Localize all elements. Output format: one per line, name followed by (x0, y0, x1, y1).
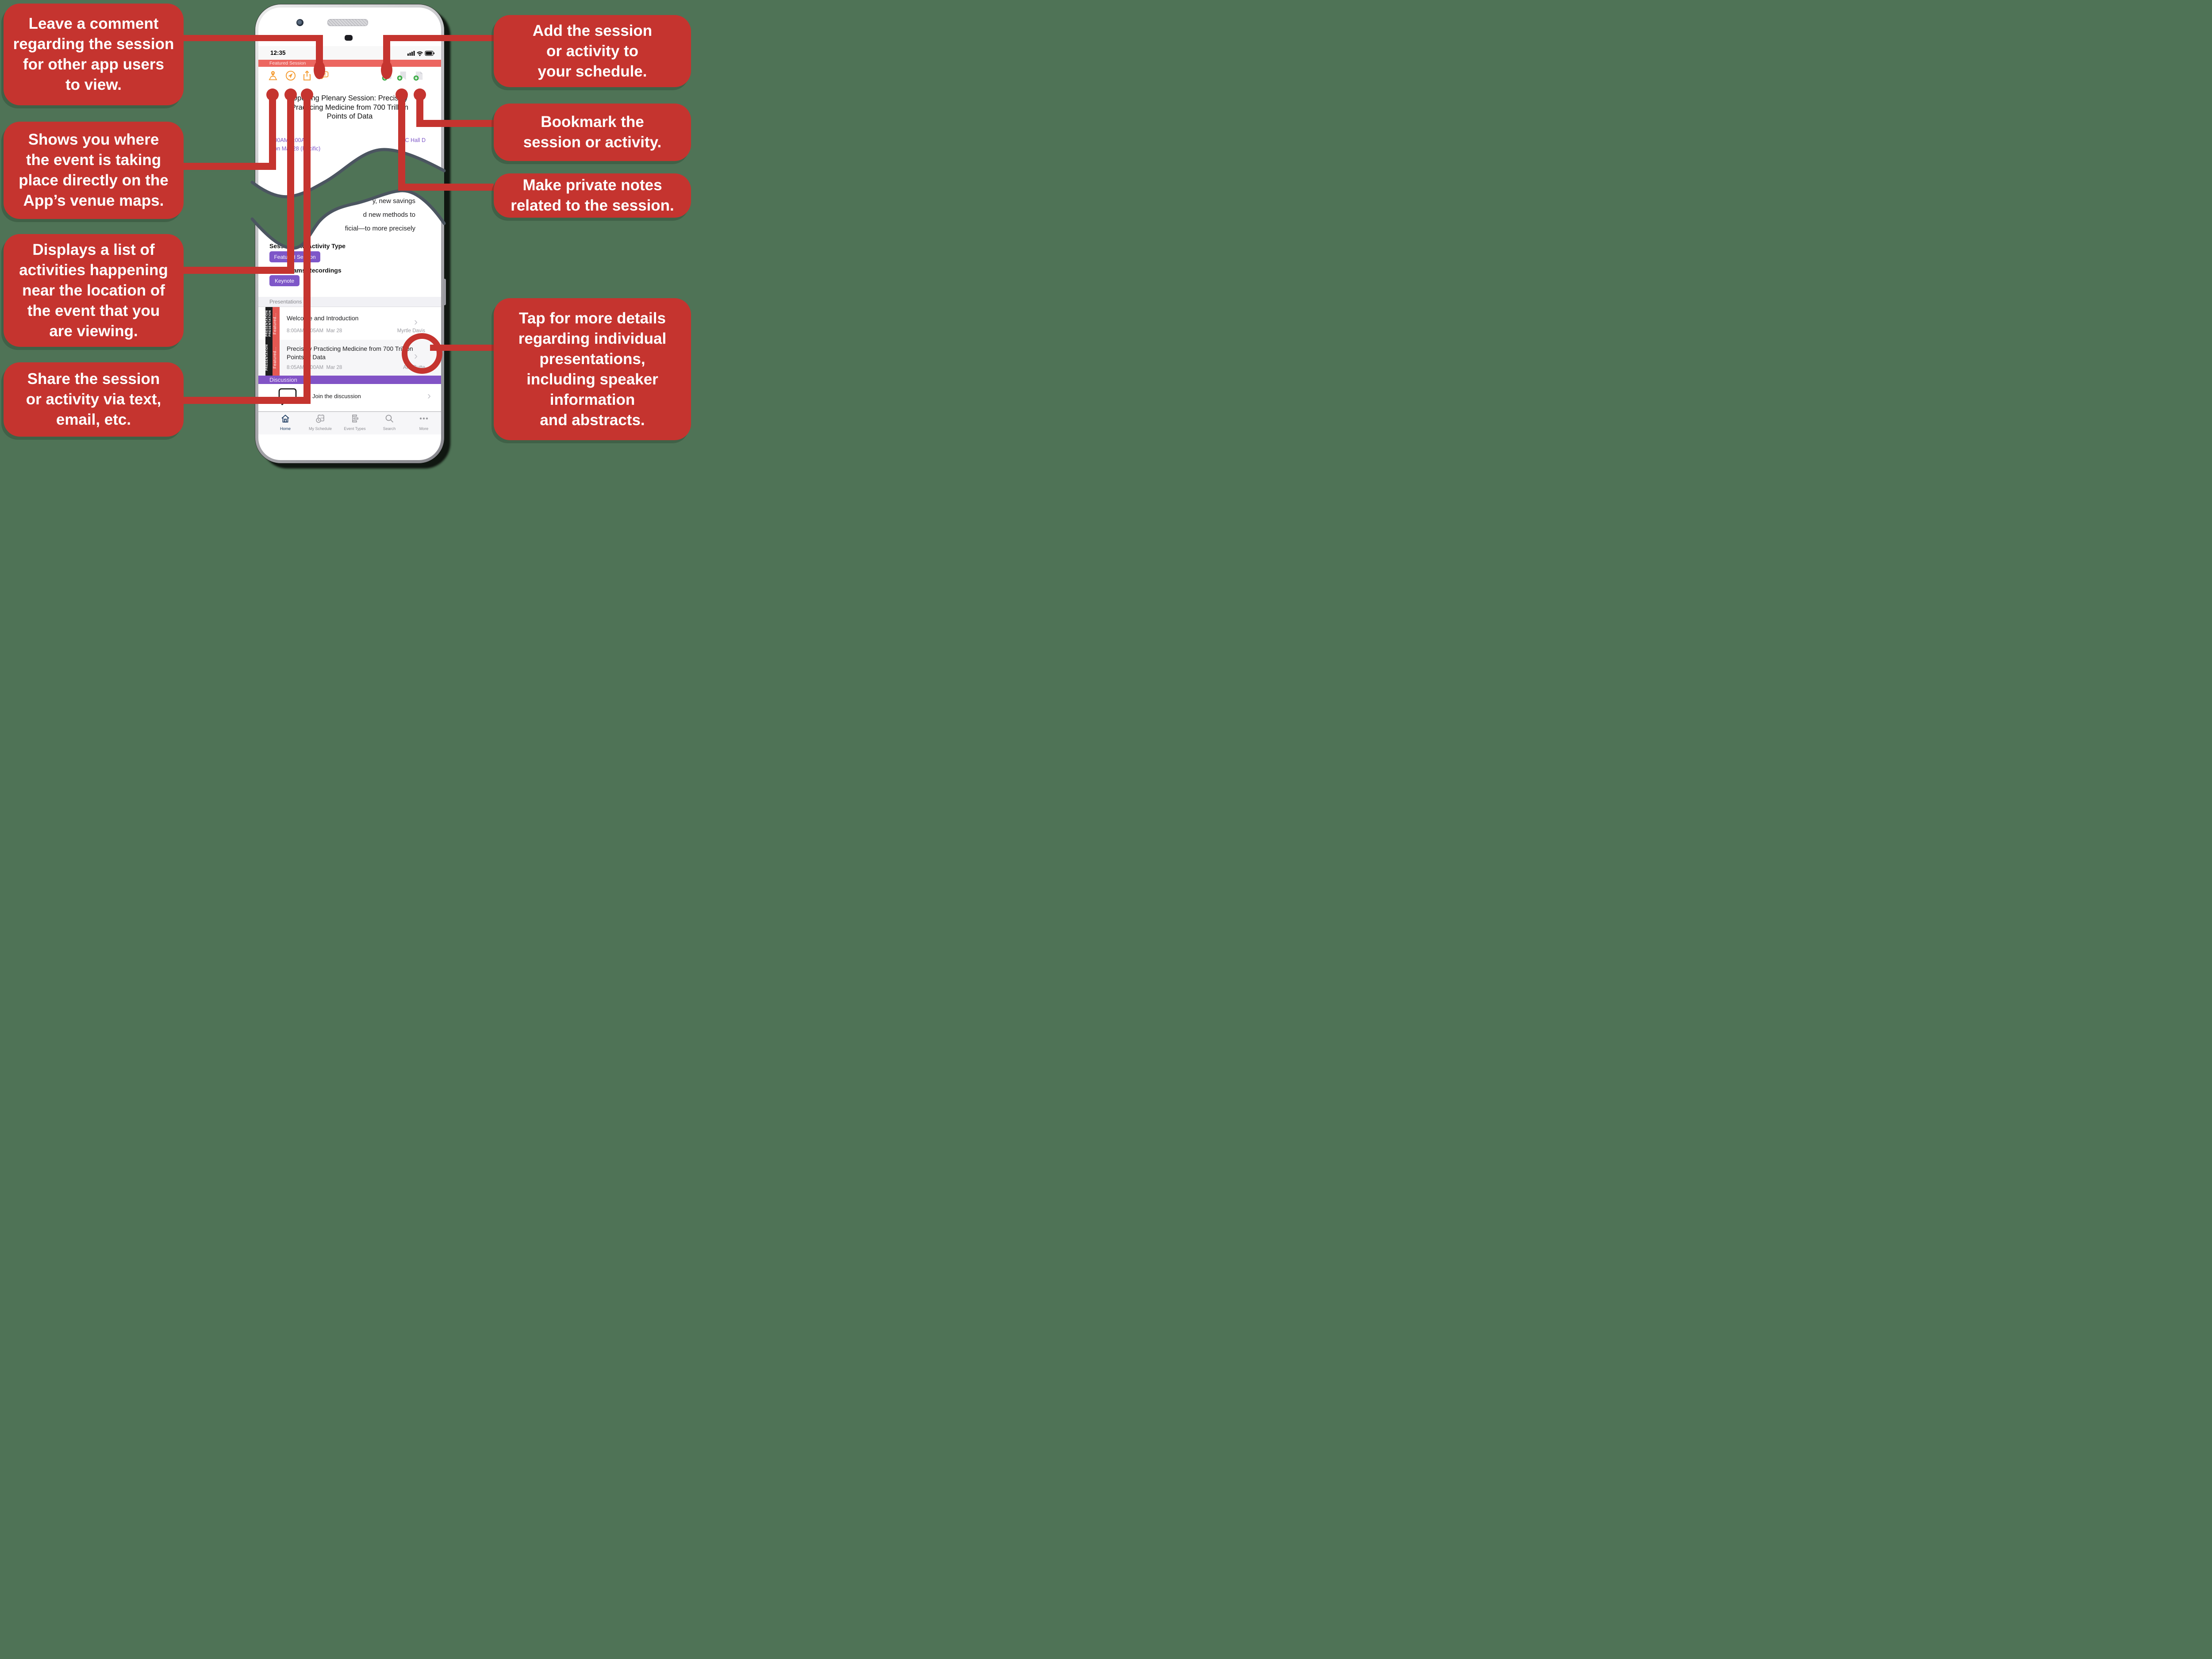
tab-more[interactable]: More (407, 413, 441, 431)
connector-add-schedule-drop (383, 35, 390, 64)
tab-bar: Home 23 My Schedule Event Types Search M… (258, 411, 441, 434)
connector-bookmark-vertical (416, 95, 423, 127)
presentation-type-strip: PRESENTATION (265, 340, 273, 376)
presentation-time: 8:05AM-9:00AM Mar 28 (287, 365, 342, 370)
presentation-row[interactable]: PRESENTATION PRESENTATION Featured... We… (258, 307, 441, 340)
front-camera (296, 19, 303, 26)
chevron-right-icon: › (427, 390, 431, 402)
connector-bookmark-horizontal (416, 120, 494, 127)
svg-text:23: 23 (320, 417, 324, 420)
status-bar: 12:35 (258, 46, 441, 60)
connector-add-schedule (383, 35, 494, 41)
presentation-title: Welcome and Introduction (287, 315, 359, 322)
featured-strip: Featured... (273, 307, 280, 340)
featured-strip: Featured... (273, 340, 280, 376)
more-icon (419, 417, 428, 420)
keynote-badge[interactable]: Keynote (269, 275, 300, 286)
connector-leave-comment-drop (316, 35, 323, 64)
connector-notes-vertical (398, 95, 405, 191)
connector-notes-horizontal (398, 184, 494, 191)
session-title: Opening Plenary Session: Precisely Pract… (291, 94, 409, 120)
tab-home[interactable]: Home (269, 413, 302, 431)
connector-navigation-horizontal (184, 267, 294, 274)
session-description-fragment: y, new savings d new methods to ficial—t… (345, 197, 415, 232)
connector-leave-comment (184, 35, 323, 41)
featured-session-bar: Featured Session (258, 60, 441, 67)
schedule-icon: 23 (316, 415, 324, 423)
connector-map-vertical (269, 95, 276, 170)
presentations-header: Presentations (258, 297, 441, 307)
connector-navigation-vertical (287, 95, 294, 274)
discussion-header: Discussion (258, 376, 441, 384)
bookmark-add-icon[interactable] (396, 70, 408, 81)
status-icons (407, 50, 434, 56)
presentation-speaker: Myrtle Davis (397, 328, 425, 334)
status-time: 12:35 (270, 50, 286, 56)
chevron-right-icon: › (414, 316, 418, 328)
home-icon (281, 415, 289, 422)
connector-tap-details (430, 345, 494, 351)
sensor (345, 35, 353, 41)
tab-event-types[interactable]: Event Types (338, 413, 372, 431)
navigation-icon[interactable] (285, 70, 296, 81)
presentation-type-strip: PRESENTATION PRESENTATION (265, 307, 273, 340)
presentation-time: 8:00AM-8:05AM Mar 28 (287, 328, 342, 334)
torn-screen-wave (250, 148, 446, 250)
connector-cap-add (381, 61, 392, 79)
join-discussion-row[interactable]: Join the discussion › (258, 384, 441, 409)
power-button[interactable] (443, 279, 446, 305)
search-icon (385, 415, 394, 423)
earpiece-speaker (327, 19, 368, 26)
connector-map-horizontal (184, 163, 276, 170)
event-types-icon (352, 415, 358, 422)
connector-share-vertical (303, 95, 311, 404)
connector-cap-comment (314, 61, 325, 79)
map-pin-icon[interactable] (267, 70, 279, 81)
note-add-icon[interactable] (413, 70, 424, 81)
tab-search[interactable]: Search (373, 413, 406, 431)
connector-share-horizontal (184, 397, 311, 404)
highlight-ring (402, 333, 442, 374)
session-location: CC Hall D (401, 137, 426, 143)
share-icon[interactable] (301, 70, 313, 81)
join-discussion-label: Join the discussion (312, 393, 361, 399)
tab-my-schedule[interactable]: 23 My Schedule (303, 413, 337, 431)
